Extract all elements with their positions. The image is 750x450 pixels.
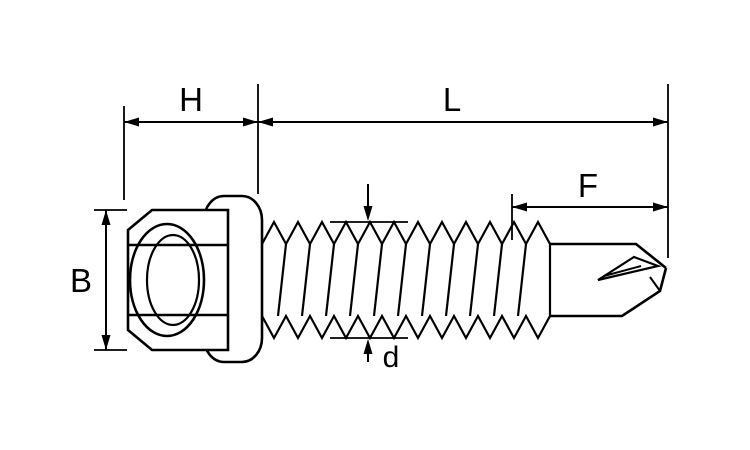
threads [261,219,552,341]
thread-flank-line [324,243,336,317]
dim-label-d: d [383,341,400,374]
arrowhead-H-right [243,117,258,127]
dim-label-F: F [578,167,598,204]
thread-flank-line [468,243,480,317]
drill-tip-chisel-line [649,276,661,292]
thread-flank-line [516,243,528,317]
thread-flank-line [276,243,288,317]
dimension-H: H [124,81,258,127]
dim-label-B: B [70,262,92,299]
thread-crest-top [261,219,551,247]
dim-label-L: L [443,81,461,118]
arrowhead-B-bottom [101,335,111,350]
thread-flank-line [300,243,312,317]
arrowhead-d-down [363,206,373,221]
arrowhead-L-left [258,117,273,127]
thread-flank-line [396,243,408,317]
arrowhead-d-up [363,339,373,354]
screw-body [126,194,668,364]
thread-flank-line [444,243,456,317]
arrowhead-L-right [653,117,668,127]
dimension-d: d [363,184,400,374]
hex-chamfer-ellipse-inner [145,233,201,327]
thread-flank-line [420,243,432,317]
arrowhead-F-left [512,202,527,212]
thread-flank-line [372,243,384,317]
dimension-L: L [258,81,668,127]
dimension-F: F [512,167,668,212]
drill-point-bottom-outline [550,267,668,318]
dimension-B: B [70,210,111,350]
hex-chamfer-ellipse-outer [128,222,206,338]
arrowhead-B-top [101,210,111,225]
drill-point-top-outline [550,242,667,270]
arrowhead-F-right [653,202,668,212]
drill-point [550,242,668,318]
arrowhead-H-left [124,117,139,127]
thread-flank-line [492,243,504,317]
thread-crest-bottom [261,313,551,341]
drill-flute-line [603,265,642,277]
hex-head [126,208,230,352]
dim-label-H: H [179,81,203,118]
thread-flank-line [348,243,360,317]
